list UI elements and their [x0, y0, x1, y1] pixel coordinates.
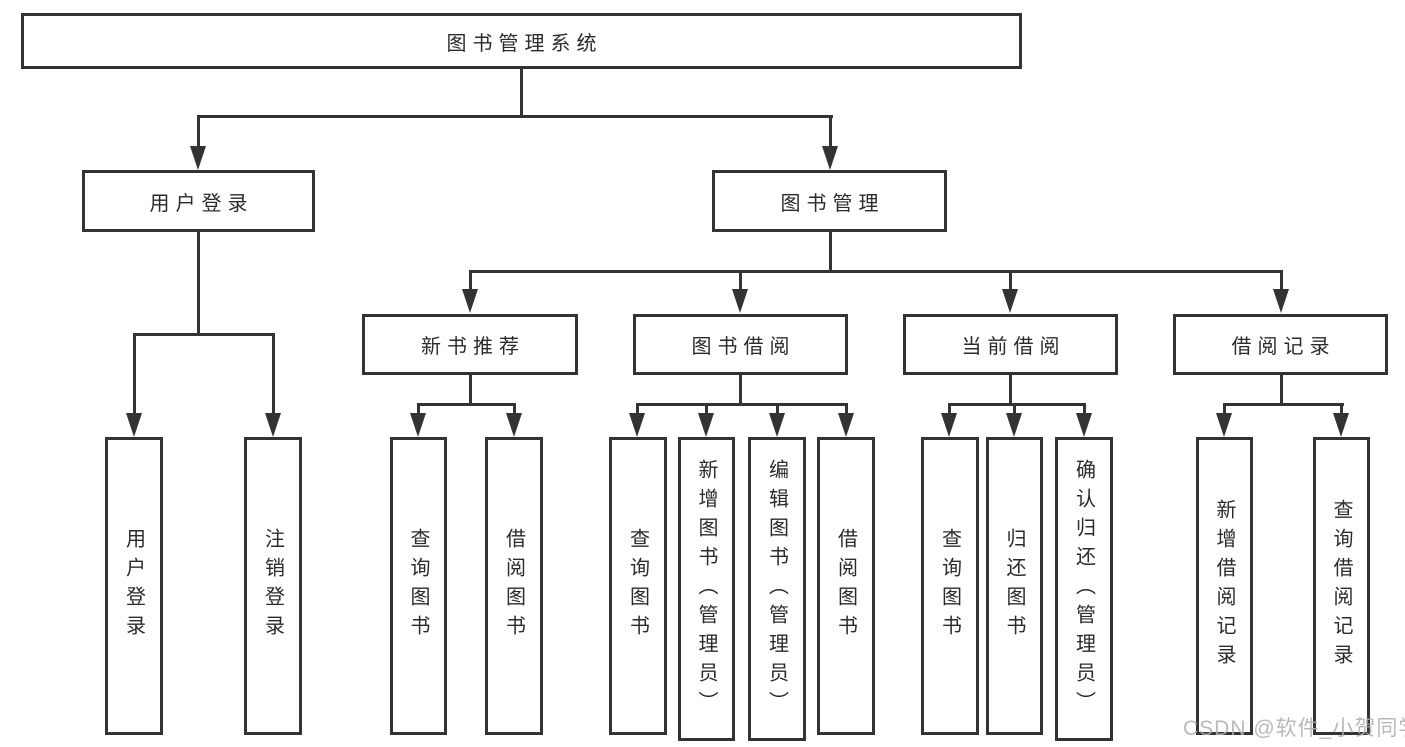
connector-bus: [1223, 403, 1344, 406]
arrow-down-icon: [698, 413, 714, 437]
arrow-down-icon: [732, 289, 748, 313]
connector-drop-leaf: [1223, 403, 1226, 416]
leaf-br-add-record: 新增借阅记录: [1196, 437, 1253, 735]
leaf-nbr-query-book: 查询图书: [390, 437, 447, 735]
node-user-login-label: 用户登录: [149, 192, 254, 215]
leaf-bb-query-book-label: 查询图书: [626, 528, 649, 644]
leaf-bb-add-book: 新增图书（管理员）: [678, 437, 735, 741]
arrow-down-icon: [1333, 413, 1349, 437]
leaf-br-query-record-label: 查询借阅记录: [1330, 499, 1352, 673]
connector-drop-leaf: [513, 403, 516, 416]
node-root-label: 图书管理系统: [446, 32, 603, 55]
connector-root-bus: [197, 115, 833, 118]
csdn-watermark: CSDN @软件_小贺同学: [1183, 717, 1405, 740]
connector-user-login-stem: [197, 232, 200, 336]
node-current-borrow-label: 当前借阅: [961, 336, 1066, 358]
connector-stem: [739, 375, 742, 406]
leaf-cb-confirm-return-label: 确认归还（管理员）: [1072, 458, 1095, 720]
leaf-logout-login-label: 注销登录: [261, 528, 284, 644]
connector-root-stem: [520, 69, 523, 117]
connector-drop-leaf: [776, 403, 779, 416]
leaf-nbr-borrow-book-label: 借阅图书: [502, 528, 525, 644]
arrow-down-icon: [410, 413, 426, 437]
node-borrow-record: 借阅记录: [1173, 314, 1388, 375]
arrow-down-icon: [1076, 413, 1092, 437]
node-book-borrow-label: 图书借阅: [691, 336, 796, 358]
leaf-logout-login: 注销登录: [244, 437, 302, 735]
connector-book-management-bus: [469, 270, 1283, 273]
node-current-borrow: 当前借阅: [903, 314, 1118, 375]
connector-drop-leaf: [636, 403, 639, 416]
arrow-down-icon: [1006, 413, 1022, 437]
leaf-bb-borrow-book: 借阅图书: [817, 437, 875, 735]
arrow-down-icon: [1273, 289, 1289, 313]
connector-drop-book-borrow: [739, 270, 742, 291]
connector-drop-new-book: [469, 270, 472, 291]
connector-drop-leaf: [272, 333, 275, 414]
arrow-down-icon: [462, 289, 478, 313]
connector-drop-book-management: [829, 115, 832, 148]
leaf-nbr-query-book-label: 查询图书: [407, 528, 429, 644]
arrow-down-icon: [265, 413, 281, 437]
connector-stem: [1009, 375, 1012, 406]
connector-drop-leaf: [948, 403, 951, 416]
leaf-bb-edit-book-label: 编辑图书（管理员）: [765, 458, 788, 720]
connector-bus: [948, 403, 1086, 406]
leaf-user-login-label: 用户登录: [122, 528, 145, 644]
leaf-bb-edit-book: 编辑图书（管理员）: [748, 437, 806, 741]
connector-drop-borrow-record: [1280, 270, 1283, 291]
leaf-cb-query-book-label: 查询图书: [938, 528, 961, 644]
arrow-down-icon: [190, 146, 206, 170]
connector-drop-leaf: [705, 403, 708, 416]
node-book-management-label: 图书管理: [780, 192, 885, 215]
leaf-cb-return-book-label: 归还图书: [1003, 528, 1025, 644]
arrow-down-icon: [822, 146, 838, 170]
arrow-down-icon: [1216, 413, 1232, 437]
connector-drop-current-borrow: [1009, 270, 1012, 291]
connector-drop-leaf: [1013, 403, 1016, 416]
leaf-br-query-record: 查询借阅记录: [1313, 437, 1370, 735]
leaf-bb-borrow-book-label: 借阅图书: [834, 528, 857, 644]
leaf-cb-return-book: 归还图书: [986, 437, 1043, 735]
connector-drop-leaf: [133, 333, 136, 414]
node-borrow-record-label: 借阅记录: [1231, 336, 1336, 358]
arrow-down-icon: [506, 413, 522, 437]
leaf-nbr-borrow-book: 借阅图书: [485, 437, 543, 735]
connector-bus: [417, 403, 516, 406]
connector-drop-leaf: [1083, 403, 1086, 416]
connector-drop-leaf: [1340, 403, 1343, 416]
arrow-down-icon: [1002, 289, 1018, 313]
leaf-user-login: 用户登录: [105, 437, 163, 735]
arrow-down-icon: [941, 413, 957, 437]
node-root: 图书管理系统: [21, 13, 1022, 69]
node-user-login: 用户登录: [82, 170, 315, 232]
connector-bus: [636, 403, 847, 406]
leaf-bb-add-book-label: 新增图书（管理员）: [695, 458, 717, 720]
arrow-down-icon: [838, 413, 854, 437]
connector-book-management-stem: [829, 232, 832, 273]
connector-user-login-bus: [133, 333, 275, 336]
connector-stem: [469, 375, 472, 406]
leaf-bb-query-book: 查询图书: [609, 437, 667, 735]
leaf-cb-confirm-return: 确认归还（管理员）: [1055, 437, 1113, 741]
node-book-borrow: 图书借阅: [633, 314, 848, 375]
node-new-book-recommend-label: 新书推荐: [421, 336, 525, 358]
connector-drop-leaf: [845, 403, 848, 416]
arrow-down-icon: [629, 413, 645, 437]
arrow-down-icon: [769, 413, 785, 437]
arrow-down-icon: [126, 413, 142, 437]
node-new-book-recommend: 新书推荐: [362, 314, 578, 375]
connector-drop-user-login: [197, 115, 200, 148]
connector-stem: [1280, 375, 1283, 406]
leaf-br-add-record-label: 新增借阅记录: [1213, 499, 1235, 673]
node-book-management: 图书管理: [712, 170, 947, 232]
leaf-cb-query-book: 查询图书: [921, 437, 979, 735]
connector-drop-leaf: [417, 403, 420, 416]
